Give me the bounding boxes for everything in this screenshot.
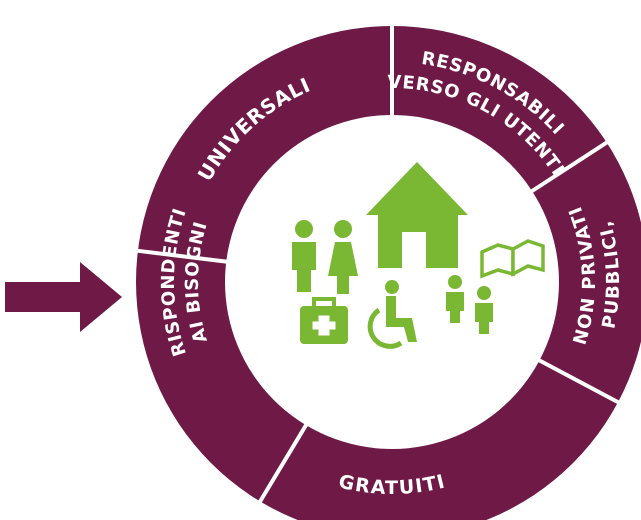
adult-pair-icon [292, 220, 358, 294]
book-icon [480, 239, 545, 279]
woman-icon [328, 220, 358, 294]
segment-divider [257, 422, 309, 505]
man-icon [292, 220, 316, 292]
house-icon [366, 162, 468, 268]
segment-divider [536, 357, 621, 405]
ring [135, 24, 641, 520]
wheelchair-icon [367, 280, 417, 349]
medical-kit-icon [300, 297, 348, 344]
center-icons [292, 162, 545, 349]
ring-band [136, 26, 641, 520]
segment-divider [529, 139, 610, 194]
arrow-right-icon [5, 262, 122, 332]
children-icon [446, 275, 493, 334]
segment-divider [135, 248, 229, 264]
